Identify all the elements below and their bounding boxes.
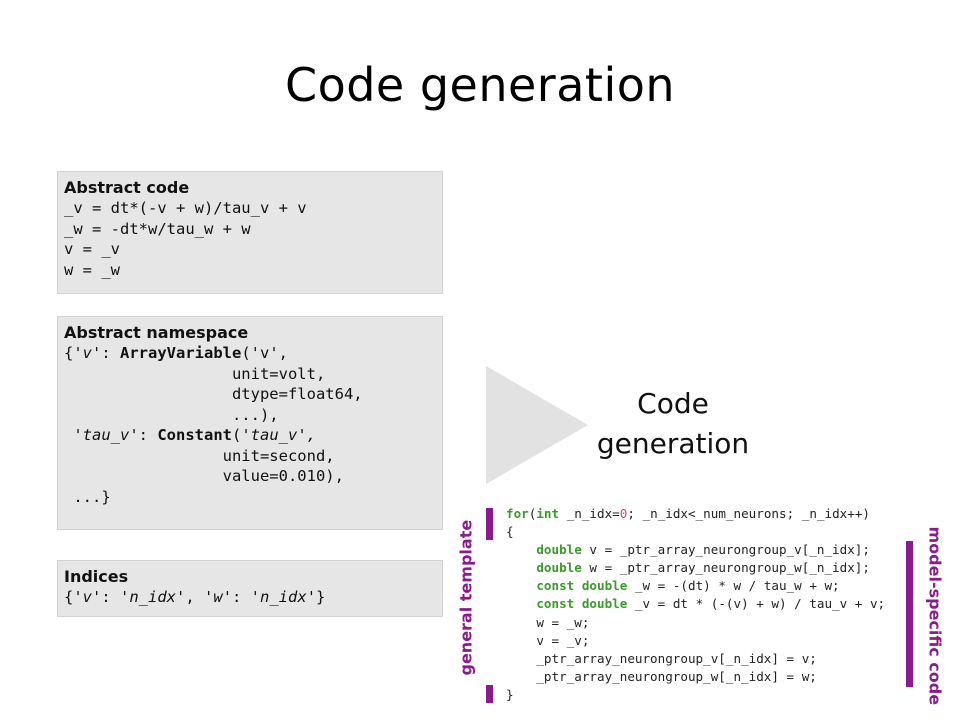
code-generation-label: Code generation	[596, 387, 750, 460]
template-marker-bottom	[486, 685, 493, 703]
code-line: const double _w = -(dt) * w / tau_w + w;	[536, 578, 840, 594]
abstract-code-line: _w = -dt*w/tau_w + w	[64, 219, 251, 238]
namespace-line: unit=volt,	[64, 364, 326, 383]
namespace-line: {'v': ArrayVariable('v',	[64, 344, 289, 362]
namespace-line: unit=second,	[64, 446, 335, 465]
general-template-label: general template	[456, 519, 476, 676]
namespace-line: dtype=float64,	[64, 385, 363, 403]
slide-title: Code generation	[284, 58, 676, 112]
namespace-line: ...}	[64, 487, 111, 506]
abstract-code-line: w = _w	[64, 260, 120, 279]
indices-box: Indices {'v': 'n_idx', 'w': 'n_idx'}	[57, 560, 443, 617]
code-line: {	[506, 524, 514, 540]
code-line: for(int _n_idx=0; _n_idx<_num_neurons; _…	[506, 506, 870, 521]
namespace-line: ...),	[64, 405, 279, 424]
template-marker-top	[486, 508, 493, 540]
indices-heading: Indices	[64, 567, 129, 586]
code-generation-arrow-icon	[486, 366, 588, 484]
code-line: v = _v;	[506, 632, 590, 648]
abstract-code-heading: Abstract code	[64, 178, 190, 197]
code-line: double w = _ptr_array_neurongroup_w[_n_i…	[536, 560, 870, 576]
indices-line: {'v': 'n_idx', 'w': 'n_idx'}	[64, 588, 326, 606]
namespace-line: value=0.010),	[64, 467, 344, 485]
code-line: }	[506, 686, 514, 702]
template-code-block: for(int _n_idx=0; _n_idx<_num_neurons; _…	[506, 505, 885, 704]
abstract-code-box: Abstract code _v = dt*(-v + w)/tau_v + v…	[57, 171, 443, 294]
abstract-namespace-heading: Abstract namespace	[64, 323, 249, 342]
namespace-line: 'tau_v': Constant('tau_v',	[64, 426, 326, 444]
abstract-code-line: v = _v	[64, 240, 120, 258]
model-specific-code-label: model-specific code	[925, 526, 945, 706]
code-line: double v = _ptr_array_neurongroup_v[_n_i…	[536, 542, 870, 558]
code-line: w = _w;	[506, 614, 590, 630]
code-line: _ptr_array_neurongroup_v[_n_idx] = v;	[506, 650, 817, 666]
model-code-marker	[906, 541, 913, 687]
code-line: const double _v = dt * (-(v) + w) / tau_…	[536, 596, 886, 612]
abstract-code-line: _v = dt*(-v + w)/tau_v + v	[64, 199, 307, 217]
code-line: _ptr_array_neurongroup_w[_n_idx] = w;	[506, 668, 817, 684]
abstract-namespace-box: Abstract namespace {'v': ArrayVariable('…	[57, 316, 443, 530]
